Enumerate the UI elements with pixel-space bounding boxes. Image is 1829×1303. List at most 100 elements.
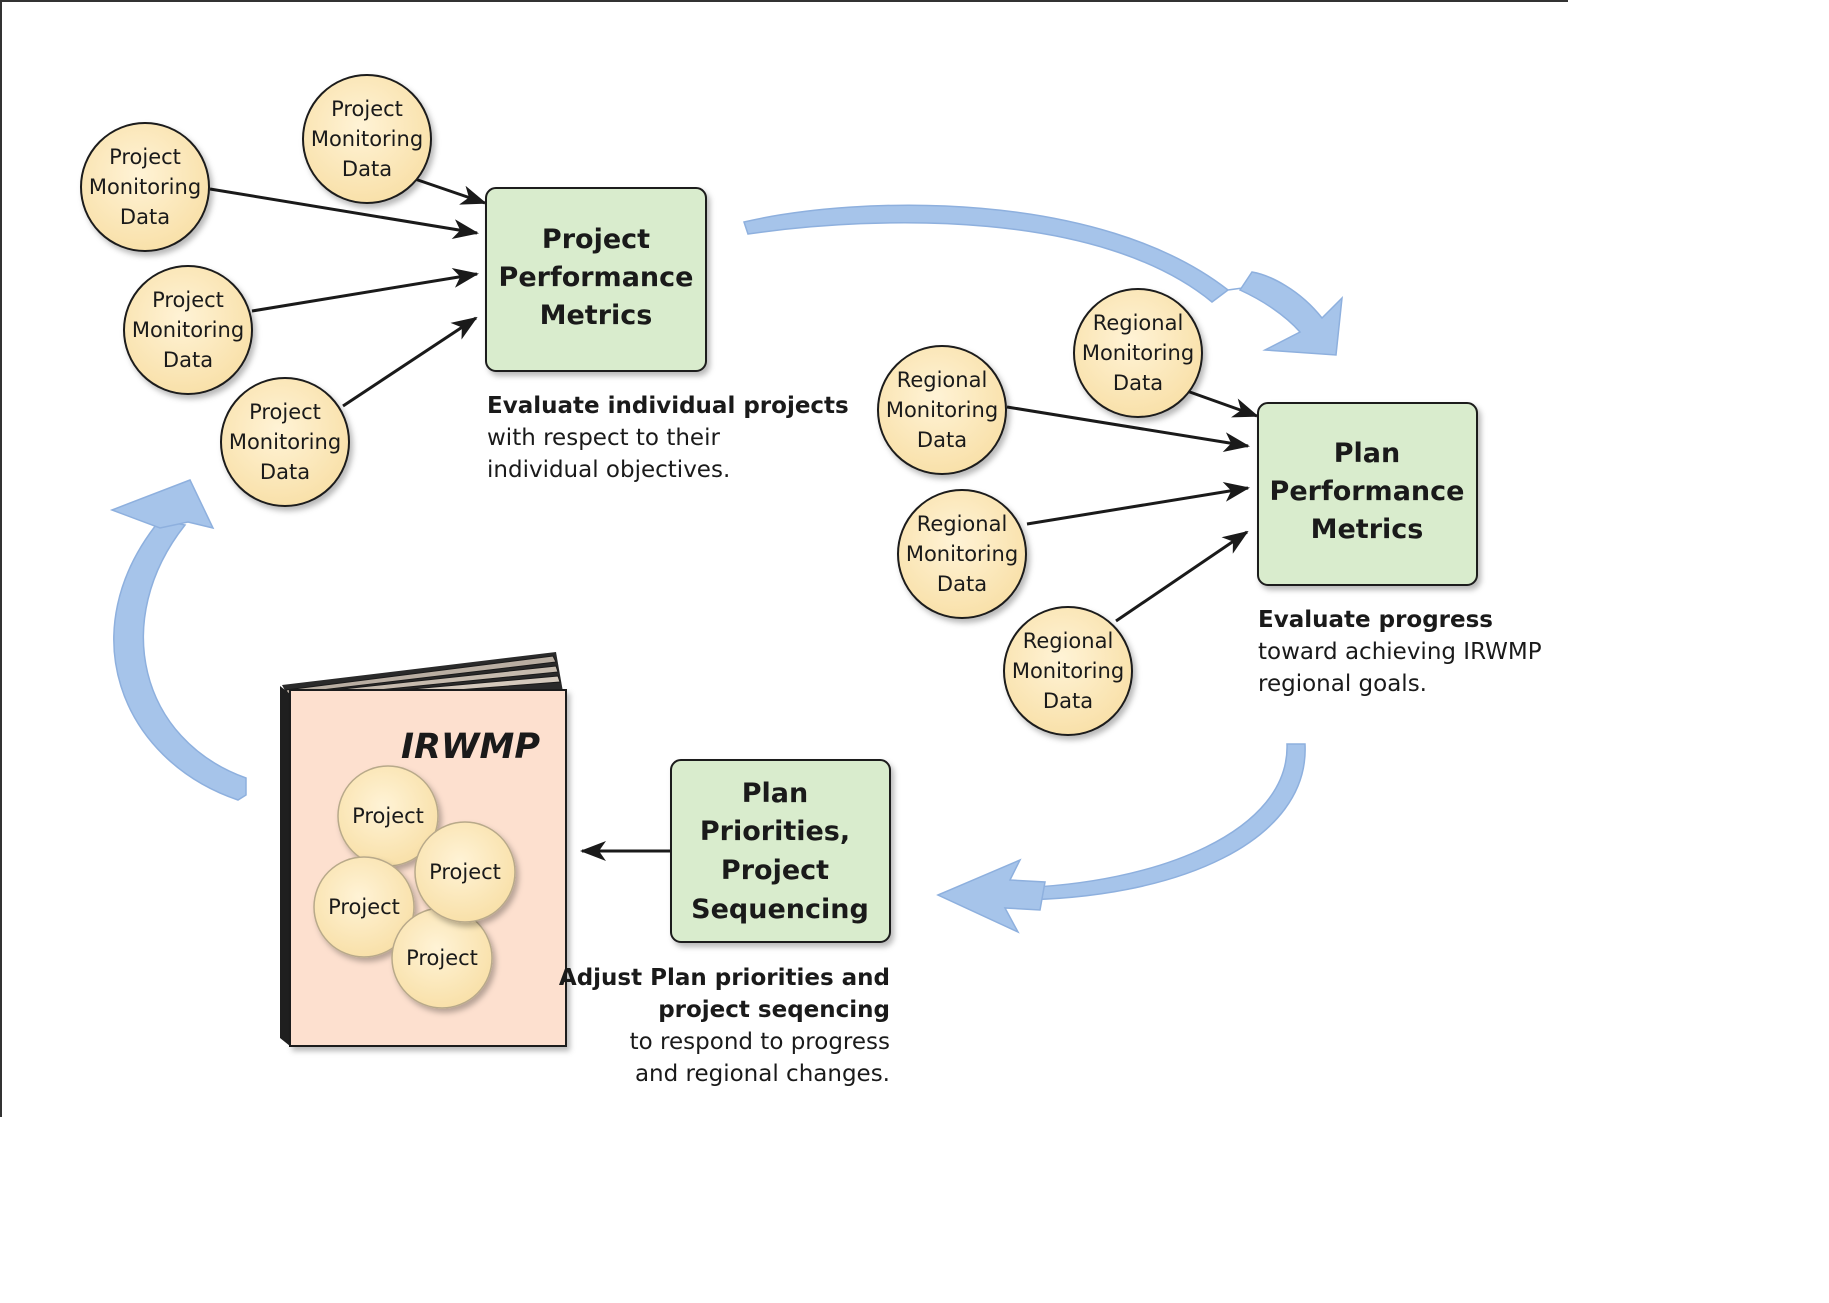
circle-label-line: Regional (1093, 311, 1184, 335)
box-line: Performance (1270, 476, 1465, 507)
cycle-arrow-right-head (936, 858, 1046, 934)
cycle-arrow-right-body (1009, 743, 1306, 901)
box-line: Plan (742, 778, 809, 809)
circle-shape (220, 377, 350, 507)
circle-label-line: Project (331, 97, 403, 121)
circle-shape (302, 74, 432, 204)
box-line: Priorities, (700, 816, 850, 847)
circle-label-line: Regional (917, 512, 1008, 536)
book-project-circle: Project (391, 907, 493, 1009)
circle-label-line: Monitoring (906, 542, 1018, 566)
plan-priorities-box: Plan Priorities, Project Sequencing (670, 759, 891, 943)
cycle-arrow-top-head (1238, 271, 1343, 356)
arrow-regional-data-3 (1026, 481, 1250, 526)
caption-line: to respond to progress (629, 1029, 890, 1055)
book-project-circle: Project (313, 856, 415, 958)
circle-label-line: Monitoring (132, 318, 244, 342)
arrow-regional-data-2 (1006, 405, 1250, 453)
arrow-project-data-3 (251, 268, 479, 313)
arrow-regional-data-4 (1115, 530, 1249, 623)
caption-line: with respect to their (487, 425, 720, 451)
circle-label-line: Data (917, 428, 967, 452)
plan-performance-metrics-box: Plan Performance Metrics (1257, 402, 1478, 586)
circle-label-line: Data (1113, 371, 1163, 395)
circle-label-line: Regional (897, 368, 988, 392)
cycle-arrow-top-body (743, 204, 1251, 303)
project-monitoring-circles: ProjectMonitoringDataProjectMonitoringDa… (80, 74, 432, 507)
circle-label-line: Monitoring (1012, 659, 1124, 683)
project-data-arrows (209, 176, 487, 408)
arrow-regional-data-1 (1186, 389, 1259, 418)
arrow-project-data-4 (342, 316, 478, 408)
circle-label-line: Data (1043, 689, 1093, 713)
box-line: Plan (1334, 438, 1401, 469)
caption-line: individual objectives. (487, 457, 731, 483)
circle-shape (1003, 606, 1133, 736)
caption-bold: Evaluate progress (1258, 607, 1493, 633)
caption-bold: project seqencing (658, 997, 890, 1023)
box-line: Performance (499, 262, 694, 293)
box-line: Project (542, 224, 650, 255)
book-title: IRWMP (401, 727, 540, 767)
caption-adjust-priorities: Adjust Plan priorities and project seqen… (559, 962, 890, 1090)
cycle-arrows (109, 204, 1343, 934)
cycle-arrow-left-head (109, 479, 215, 530)
caption-evaluate-progress: Evaluate progress toward achieving IRWMP… (1258, 604, 1542, 700)
arrow-project-data-1 (411, 176, 487, 205)
project-performance-metrics-box: Project Performance Metrics (485, 187, 707, 372)
book-project-label: Project (352, 804, 424, 828)
regional-data-arrows (1006, 389, 1259, 623)
book-project-label: Project (429, 860, 501, 884)
box-line: Sequencing (691, 894, 869, 925)
caption-line: and regional changes. (634, 1061, 890, 1087)
diagram-frame (0, 0, 1568, 1117)
caption-line: regional goals. (1258, 671, 1427, 697)
circle-shape (877, 345, 1007, 475)
caption-bold: Evaluate individual projects (487, 393, 849, 419)
circle-shape (414, 821, 516, 923)
circle-label-line: Monitoring (886, 398, 998, 422)
caption-bold: Adjust Plan priorities and (558, 965, 890, 991)
circle-shape (313, 856, 415, 958)
caption-line: toward achieving IRWMP (1258, 639, 1542, 665)
circle-shape (1073, 288, 1203, 418)
circle-label-line: Data (937, 572, 987, 596)
circle-label-line: Monitoring (89, 175, 201, 199)
box-line: Metrics (540, 300, 653, 331)
circle-label-line: Project (249, 400, 321, 424)
circle-label-line: Data (260, 460, 310, 484)
cycle-arrow-left-body (113, 519, 247, 801)
circle-label-line: Monitoring (229, 430, 341, 454)
circle-label-line: Project (152, 288, 224, 312)
caption-evaluate-projects: Evaluate individual projects with respec… (487, 390, 849, 486)
book-project-label: Project (328, 895, 400, 919)
arrow-project-data-2 (209, 187, 479, 239)
circle-label-line: Project (109, 145, 181, 169)
regional-monitoring-circles: RegionalMonitoringDataRegionalMonitoring… (877, 288, 1203, 736)
circle-label-line: Data (120, 205, 170, 229)
book-project-circle: Project (414, 821, 516, 923)
circle-shape (123, 265, 253, 395)
irwmp-performance-cycle-diagram: ProjectMonitoringDataProjectMonitoringDa… (80, 74, 1478, 1047)
book-spine (280, 686, 290, 1046)
book-project-label: Project (406, 946, 478, 970)
circle-label-line: Regional (1023, 629, 1114, 653)
circle-label-line: Data (342, 157, 392, 181)
circle-label-line: Monitoring (1082, 341, 1194, 365)
circle-label-line: Monitoring (311, 127, 423, 151)
circle-shape (80, 122, 210, 252)
box-line: Project (721, 855, 829, 886)
box-line: Metrics (1311, 514, 1424, 545)
circle-label-line: Data (163, 348, 213, 372)
circle-shape (897, 489, 1027, 619)
